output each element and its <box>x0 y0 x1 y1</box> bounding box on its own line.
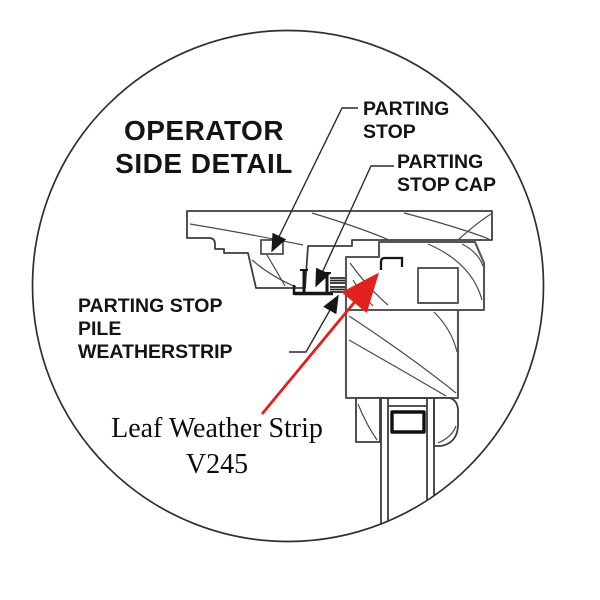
parting-stop-groove-notch <box>260 239 284 255</box>
pile-weatherstrip-hatch <box>330 277 345 293</box>
detail-circle-outline <box>31 29 545 543</box>
leaf-weather-strip-label: Leaf Weather Strip V245 <box>67 411 367 483</box>
parting-stop-cap-label: PARTING STOP CAP <box>397 151 496 197</box>
parting-stop-leader-arrow <box>271 107 358 253</box>
cross-section-drawing <box>186 210 493 528</box>
leaf-weather-strip-label-line1: Leaf Weather Strip <box>111 413 323 444</box>
diagram-title-line2: SIDE DETAIL <box>115 148 293 179</box>
sash-parting-stop-cap-profile <box>344 240 486 400</box>
lower-track-assembly <box>355 397 459 528</box>
diagram-title: OPERATOR SIDE DETAIL <box>54 114 354 180</box>
parting-stop-label-line1: PARTING <box>363 98 450 120</box>
pile-weatherstrip-leader-arrow <box>289 294 339 353</box>
parting-stop-label: PARTING STOP <box>363 98 449 144</box>
pile-label-line2: PILE <box>78 318 122 340</box>
leaf-weather-strip-red-arrow <box>260 272 380 415</box>
leaf-weather-strip-profile <box>379 256 404 270</box>
parting-stop-cap-label-line2: STOP CAP <box>397 174 496 196</box>
leaf-weather-strip-label-line2: V245 <box>185 449 249 480</box>
pile-label-line3: WEATHERSTRIP <box>78 341 233 363</box>
parting-stop-cap-label-line1: PARTING <box>397 151 484 173</box>
diagram-title-line1: OPERATOR <box>123 115 285 146</box>
parting-stop-pile-weatherstrip-label: PARTING STOP PILE WEATHERSTRIP <box>78 295 233 364</box>
parting-stop-label-line2: STOP <box>363 121 416 143</box>
parting-stop-cap-leader-arrow <box>315 165 394 288</box>
pile-label-line1: PARTING STOP <box>78 295 223 317</box>
